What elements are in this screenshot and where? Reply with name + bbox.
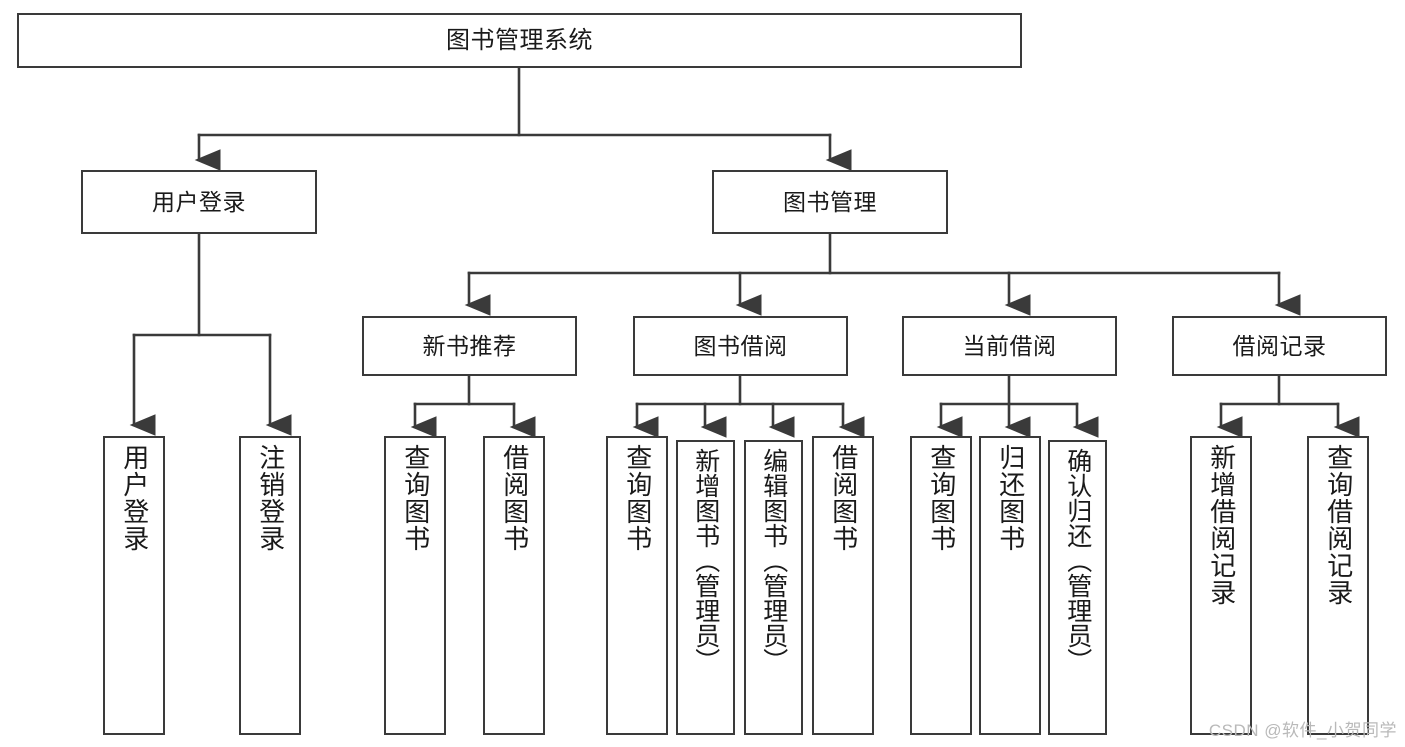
node-label: 新增借阅记录 <box>1206 444 1237 606</box>
node-leaf-return-book[interactable]: 归还图书 <box>979 436 1041 735</box>
node-leaf-logout[interactable]: 注销登录 <box>239 436 301 735</box>
node-label: 注销登录 <box>255 444 286 552</box>
node-leaf-borrow-book-recommend[interactable]: 借阅图书 <box>483 436 545 735</box>
csdn-watermark: CSDN @软件_小贺同学 <box>1208 721 1397 740</box>
node-leaf-add-book-admin[interactable]: 新增图书（管理员） <box>676 440 735 735</box>
node-leaf-query-book-recommend[interactable]: 查询图书 <box>384 436 446 735</box>
node-root-book-management-system[interactable]: 图书管理系统 <box>17 13 1022 68</box>
node-label: 借阅图书 <box>828 444 859 552</box>
node-leaf-edit-book-admin[interactable]: 编辑图书（管理员） <box>744 440 803 735</box>
node-label: 当前借阅 <box>962 332 1057 359</box>
node-book-borrow[interactable]: 图书借阅 <box>633 316 848 376</box>
node-label: 图书借阅 <box>693 332 788 359</box>
node-leaf-confirm-return-admin[interactable]: 确认归还（管理员） <box>1048 440 1107 735</box>
node-label: 查询图书 <box>622 444 653 552</box>
node-label: 查询借阅记录 <box>1323 444 1354 606</box>
node-leaf-add-borrow-record[interactable]: 新增借阅记录 <box>1190 436 1252 735</box>
node-leaf-query-book-borrow[interactable]: 查询图书 <box>606 436 668 735</box>
node-label: 用户登录 <box>152 188 246 215</box>
node-current-borrow[interactable]: 当前借阅 <box>902 316 1117 376</box>
node-label: 图书管理 <box>783 188 877 215</box>
node-leaf-query-borrow-record[interactable]: 查询借阅记录 <box>1307 436 1369 735</box>
node-new-book-recommend[interactable]: 新书推荐 <box>362 316 577 376</box>
node-leaf-borrow-book[interactable]: 借阅图书 <box>812 436 874 735</box>
node-label: 编辑图书（管理员） <box>759 448 788 673</box>
node-book-management[interactable]: 图书管理 <box>712 170 948 234</box>
node-label: 确认归还（管理员） <box>1063 448 1092 673</box>
node-label: 用户登录 <box>119 444 150 552</box>
node-label: 查询图书 <box>400 444 431 552</box>
node-user-login[interactable]: 用户登录 <box>81 170 317 234</box>
node-leaf-user-login[interactable]: 用户登录 <box>103 436 165 735</box>
node-label: 新增图书（管理员） <box>691 448 720 673</box>
node-leaf-query-book-current[interactable]: 查询图书 <box>910 436 972 735</box>
node-label: 归还图书 <box>995 444 1026 552</box>
node-label: 借阅图书 <box>499 444 530 552</box>
node-label: 查询图书 <box>926 444 957 552</box>
node-borrow-record[interactable]: 借阅记录 <box>1172 316 1387 376</box>
node-label: 借阅记录 <box>1232 332 1327 359</box>
node-label: 新书推荐 <box>422 332 517 359</box>
node-label: 图书管理系统 <box>446 26 593 54</box>
